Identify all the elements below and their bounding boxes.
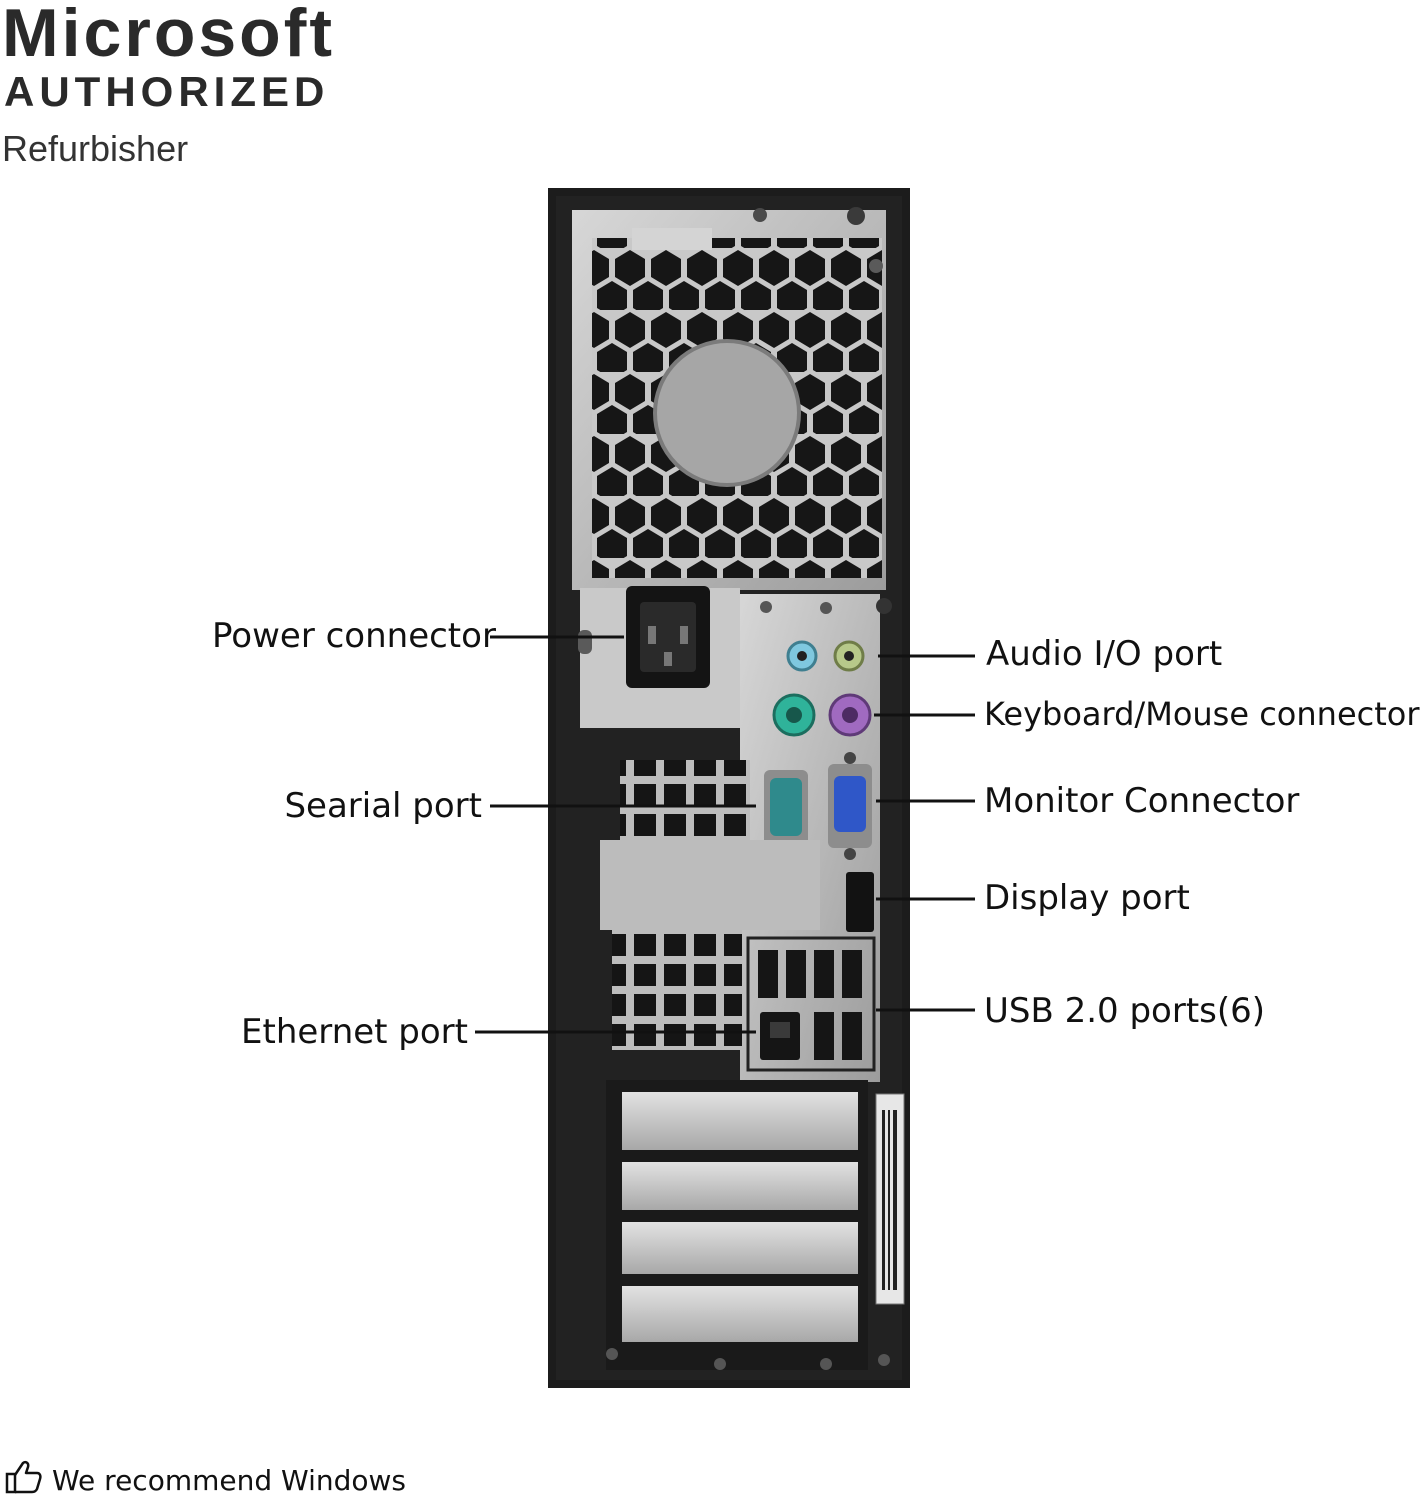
psu-fan-hub bbox=[653, 339, 801, 487]
callout-monitor-connector: Monitor Connector bbox=[984, 781, 1300, 821]
usb-block bbox=[746, 936, 876, 1072]
callout-power-connector: Power connector bbox=[212, 616, 496, 656]
serial-port bbox=[770, 778, 802, 836]
displayport bbox=[846, 872, 874, 932]
vga-port bbox=[834, 776, 866, 832]
thumbs-up-icon bbox=[4, 1460, 42, 1498]
callout-audio-io-port: Audio I/O port bbox=[986, 634, 1223, 674]
brand-refurbisher: Refurbisher bbox=[2, 128, 189, 169]
brand-microsoft: Microsoft bbox=[2, 0, 335, 71]
brand-authorized: AUTHORIZED bbox=[4, 68, 330, 115]
footer-text: We recommend Windows bbox=[52, 1464, 407, 1497]
callout-display-port: Display port bbox=[984, 878, 1190, 918]
callout-serial-port: Searial port bbox=[284, 786, 482, 826]
footer-recommendation: We recommend Windows bbox=[0, 1458, 600, 1500]
callout-ethernet-port: Ethernet port bbox=[241, 1012, 468, 1052]
callout-keyboard-mouse-connector: Keyboard/Mouse connector bbox=[984, 695, 1420, 733]
callout-usb-ports: USB 2.0 ports(6) bbox=[984, 991, 1266, 1031]
callout-lines bbox=[475, 635, 975, 1034]
